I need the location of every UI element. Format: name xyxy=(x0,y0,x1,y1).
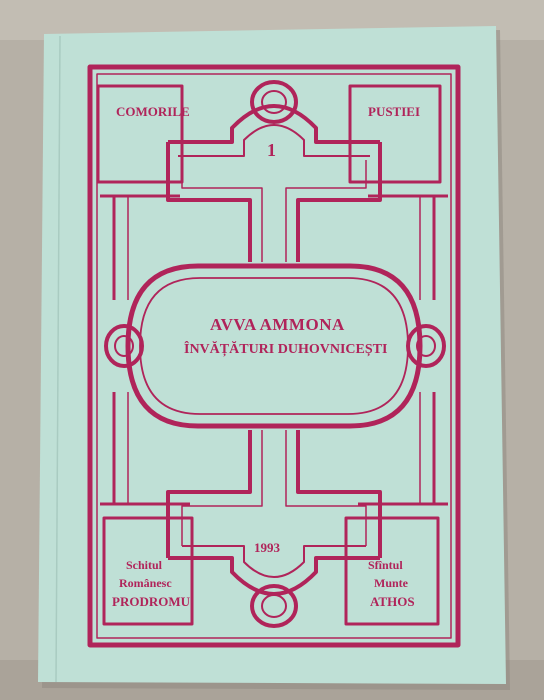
publisher-left-line-2: Românesc xyxy=(119,576,172,590)
book-subtitle: ÎNVĂȚĂTURI DUHOVNICEȘTI xyxy=(184,342,388,357)
book-title: AVVA AMMONA xyxy=(210,315,345,334)
publisher-left-line-1: Schitul xyxy=(126,558,163,572)
publisher-left-line-3: PRODROMU xyxy=(112,594,190,609)
ornamental-frame xyxy=(87,64,461,648)
publisher-right-line-3: ATHOS xyxy=(370,594,415,609)
publisher-right-line-2: Munte xyxy=(374,576,408,590)
publication-year: 1993 xyxy=(254,540,280,555)
publisher-right-line-1: Sfîntul xyxy=(368,558,403,572)
volume-number: 1 xyxy=(267,140,276,160)
series-name-left: COMORILE xyxy=(116,104,190,119)
series-name-right: PUSTIEI xyxy=(368,104,421,119)
